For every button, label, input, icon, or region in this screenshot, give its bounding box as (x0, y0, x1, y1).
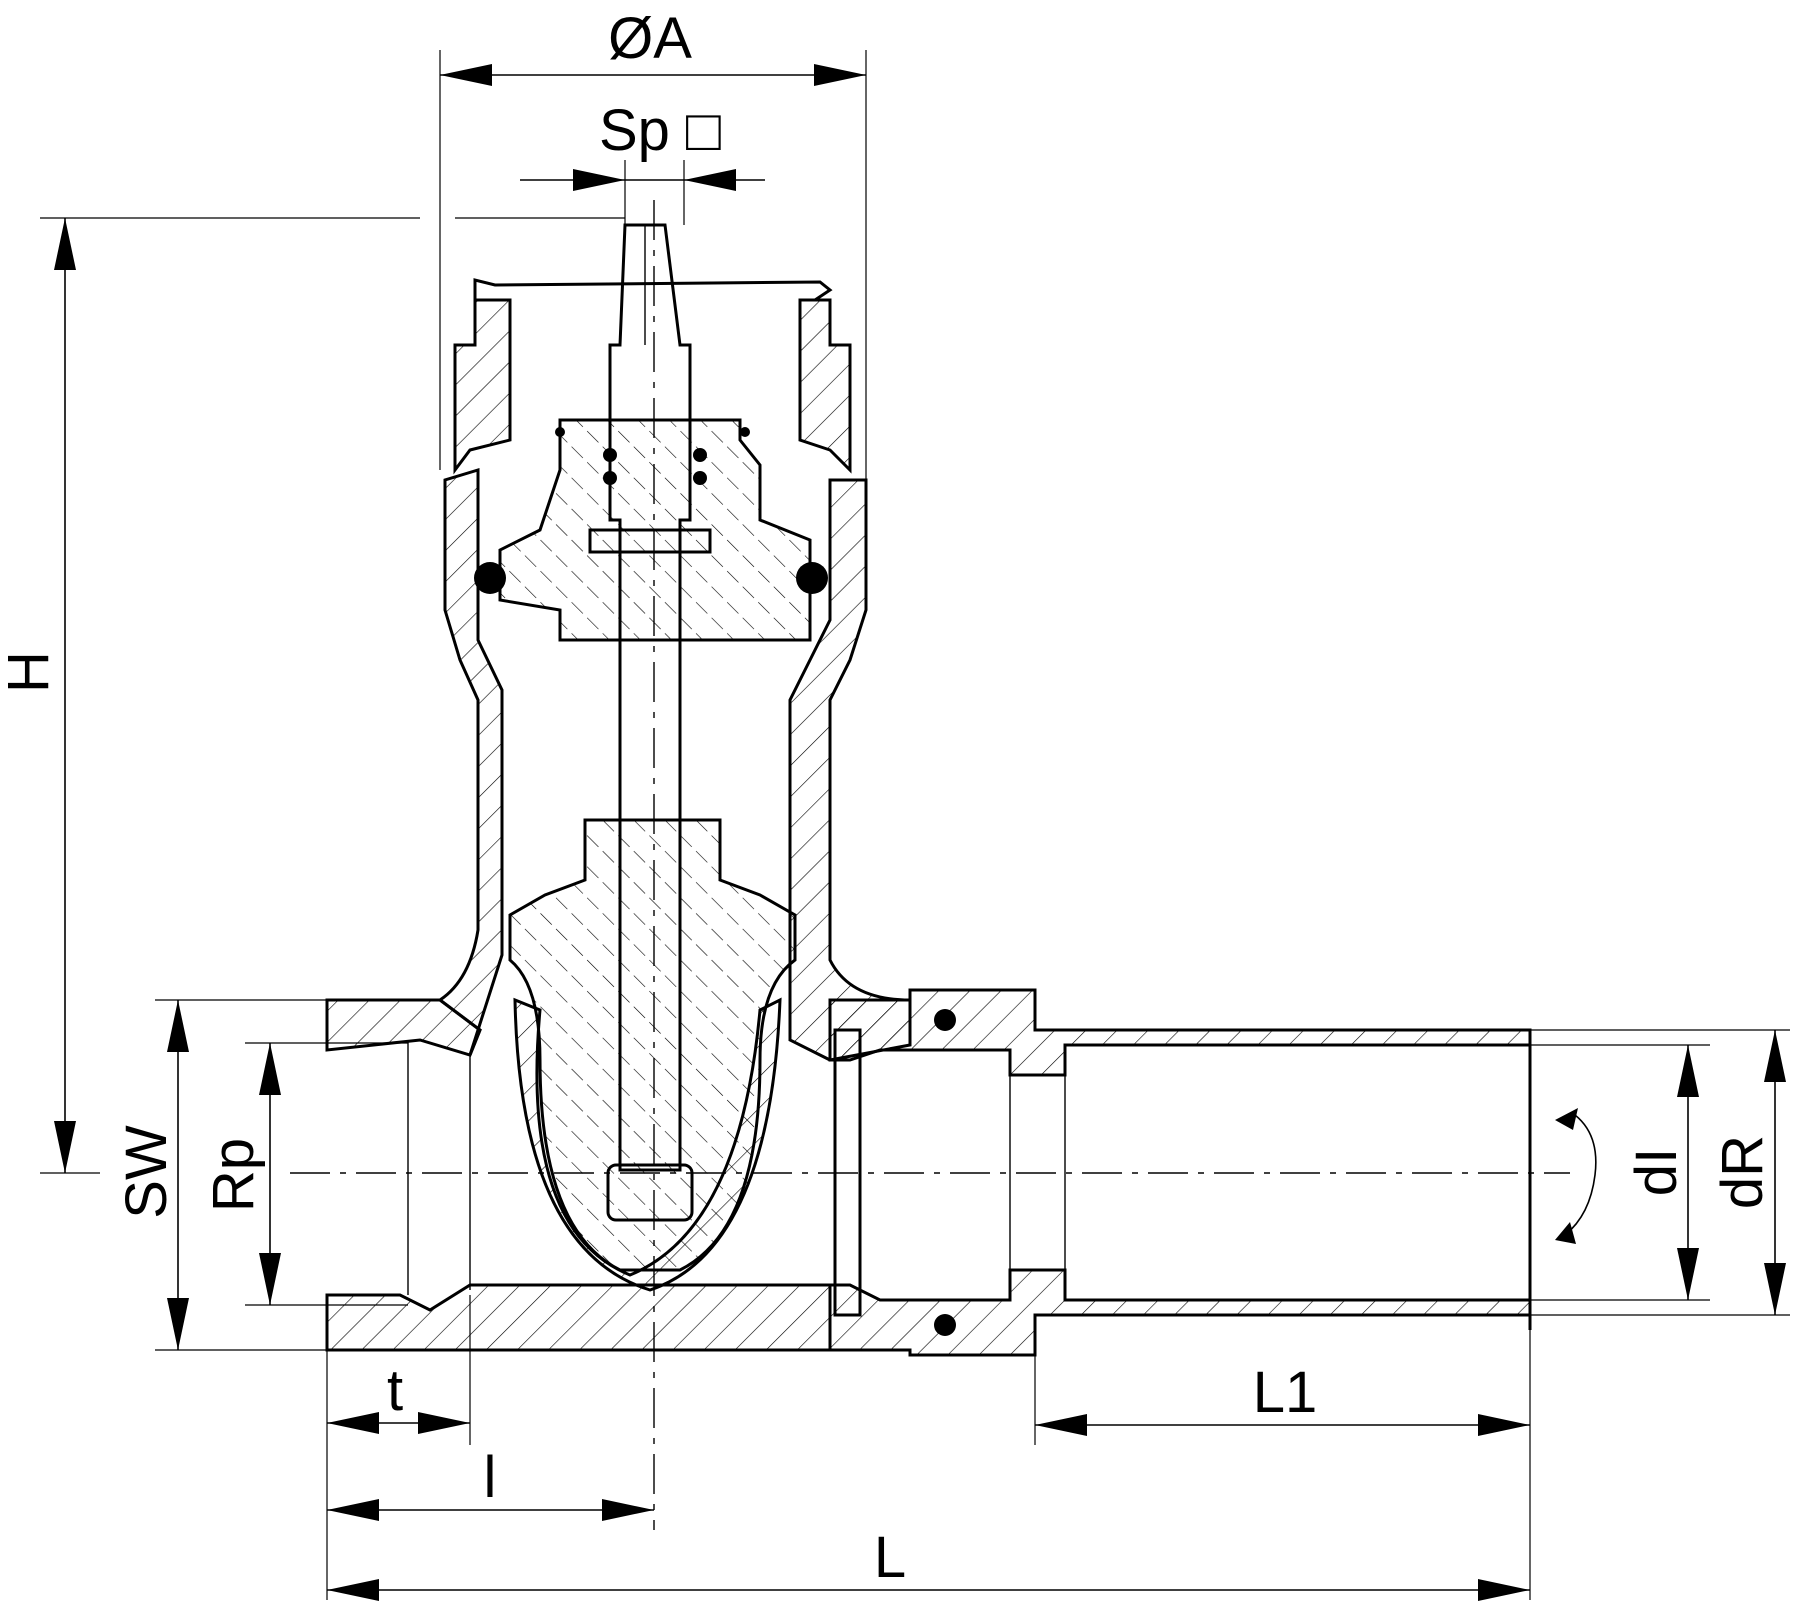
label-spindle-square: Sp □ (599, 98, 721, 163)
label-length-press: L1 (1253, 1360, 1318, 1425)
label-thread: Rp (201, 1138, 266, 1212)
valve-body (325, 278, 912, 1352)
press-fitting (828, 988, 1597, 1357)
dimensions (40, 50, 1790, 1601)
label-pipe-diameter: dR (1710, 1135, 1775, 1209)
label-inner-diameter: dI (1624, 1148, 1689, 1196)
label-thread-depth: t (387, 1358, 403, 1423)
label-length-to-axis: l (484, 1445, 497, 1510)
label-width-across-flats: SW (114, 1125, 179, 1219)
center-lines (290, 200, 1570, 1530)
dimension-labels: ØA Sp □ H SW Rp t l L L1 dI dR (0, 6, 1775, 1590)
label-height: H (0, 651, 61, 693)
valve-stem (474, 223, 828, 1222)
label-diameter-a: ØA (608, 6, 692, 71)
label-length-total: L (874, 1525, 906, 1590)
